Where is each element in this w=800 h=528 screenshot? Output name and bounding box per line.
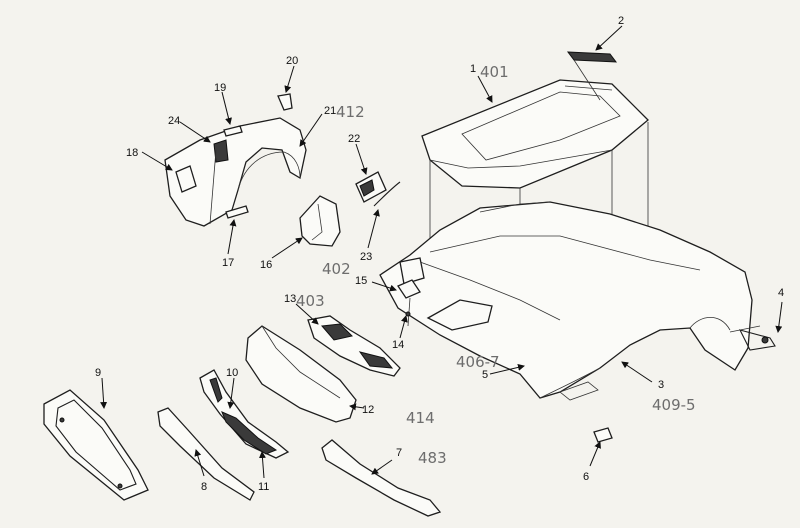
handwritten-412: 412: [336, 103, 365, 121]
seal-bracket-part: [355, 171, 401, 207]
callout-12: 12: [362, 404, 374, 416]
callout-18: 18: [126, 147, 138, 159]
callout-24: 24: [168, 115, 180, 127]
handwritten-403: 403: [296, 292, 325, 310]
callout-2: 2: [618, 15, 624, 27]
hood-molding-part: [566, 51, 618, 101]
splash-shield-part: [299, 195, 341, 247]
handwritten-401: 401: [480, 63, 509, 81]
latch-part: [397, 279, 421, 327]
handwritten-notes: 401 412 402 403 406-7 414 483 409-5: [296, 63, 696, 467]
hood-part: [421, 79, 649, 189]
callout-22: 22: [348, 133, 360, 145]
callout-15: 15: [355, 275, 367, 287]
wheelhouse-clip-part: [277, 93, 293, 111]
marker-lamp-part: [593, 427, 613, 443]
callout-11: 11: [258, 481, 269, 493]
callout-21: 21: [324, 105, 336, 117]
callout-10: 10: [226, 367, 238, 379]
handwritten-402: 402: [322, 260, 351, 278]
callout-13: 13: [284, 293, 296, 305]
callout-8: 8: [201, 481, 207, 493]
wheelhouse-seal-part: [223, 125, 243, 137]
callout-9: 9: [95, 367, 101, 379]
callout-16: 16: [260, 259, 272, 271]
callout-5: 5: [482, 369, 488, 381]
bumper-reinforcement-part: [321, 439, 442, 517]
wheelhouse-part: [164, 117, 307, 227]
callout-1: 1: [470, 63, 476, 75]
handwritten-406-7: 406-7: [456, 353, 500, 371]
callout-7: 7: [396, 447, 402, 459]
grille-frame-part: [43, 389, 149, 501]
callout-14: 14: [392, 339, 404, 351]
callout-20: 20: [286, 55, 298, 67]
callout-numbers: 1 2 3 4 5 6 7 8 9 10 11 12 13 14 15 16 1…: [95, 15, 784, 493]
callout-19: 19: [214, 82, 226, 94]
callout-6: 6: [583, 471, 589, 483]
front-fender-part: [379, 201, 753, 401]
lower-valance-part: [157, 407, 255, 501]
handwritten-414: 414: [406, 409, 435, 427]
callout-23: 23: [360, 251, 372, 263]
handwritten-409-5: 409-5: [652, 396, 696, 414]
headlamp-bezel-part: [307, 315, 401, 377]
callout-3: 3: [658, 379, 664, 391]
handwritten-483: 483: [418, 449, 447, 467]
grille-part: [199, 369, 290, 459]
callout-4: 4: [778, 287, 784, 299]
wheelhouse-strip-part: [225, 205, 249, 219]
leader-lines: [100, 25, 783, 479]
fender-bracket-part: [729, 325, 776, 351]
callout-17: 17: [222, 257, 234, 269]
front-bumper-part: [245, 325, 357, 423]
